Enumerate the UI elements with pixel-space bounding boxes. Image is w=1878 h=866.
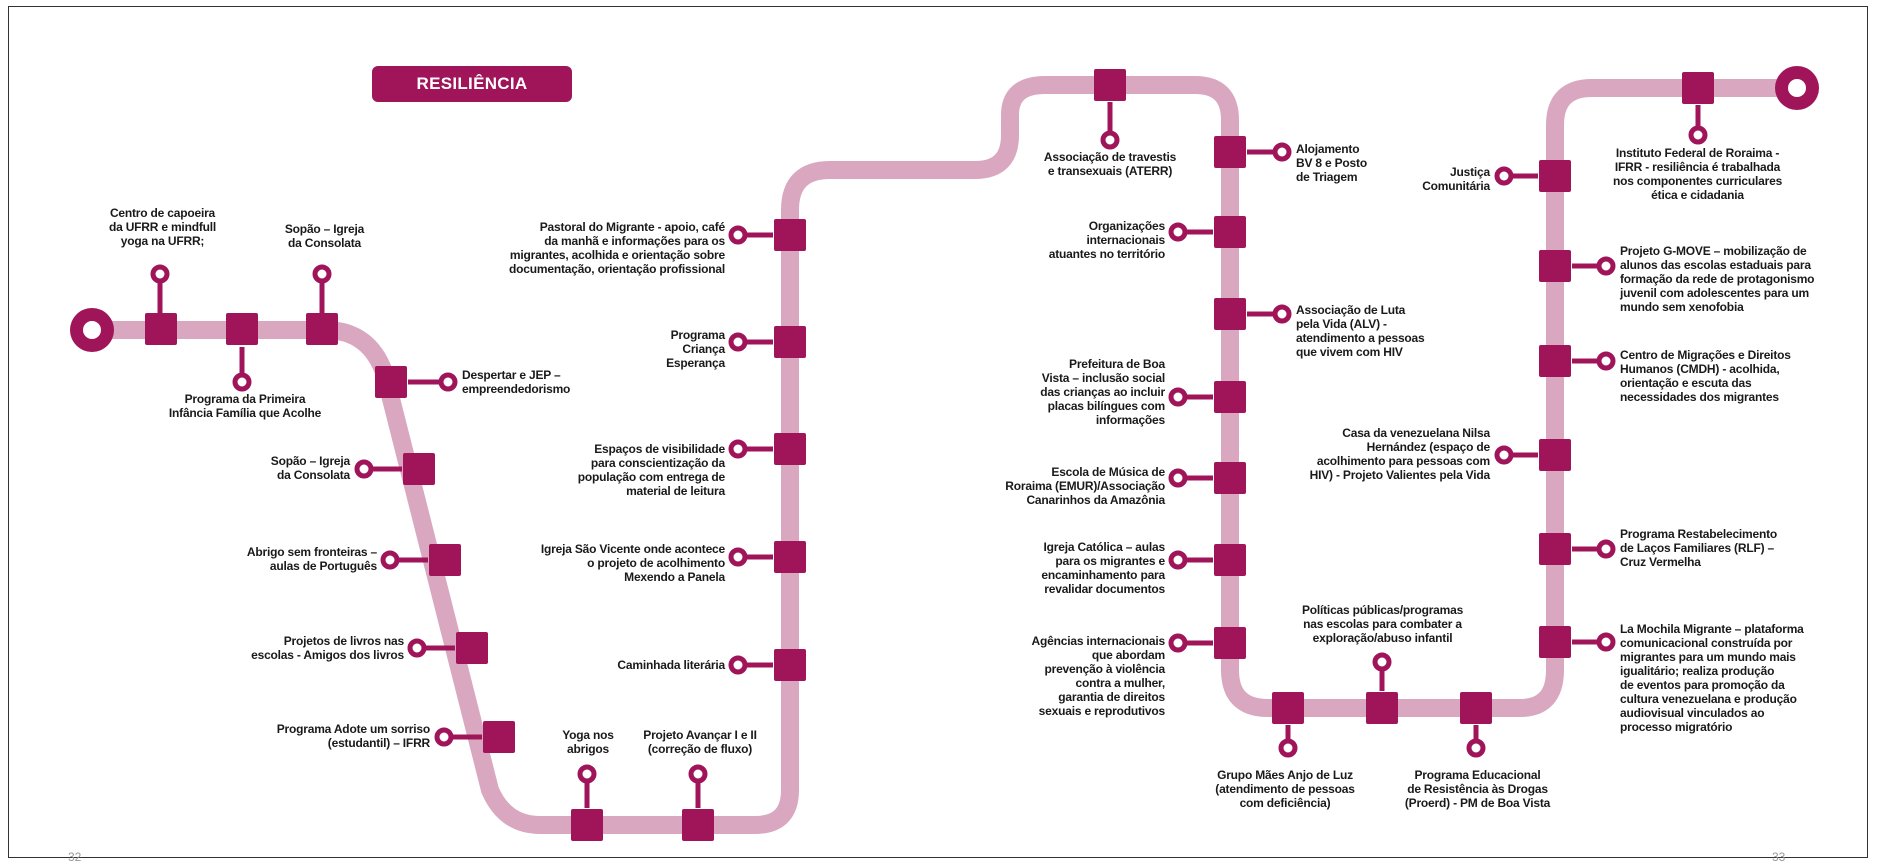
station-label-s23: Agências internacionais que abordam prev… <box>1031 634 1166 718</box>
station-s16 <box>1094 69 1126 101</box>
station-s31 <box>1539 250 1571 282</box>
station-label-s15: Pastoral do Migrante - apoio, café da ma… <box>509 220 725 276</box>
station-label-s24: Grupo Mães Anjo de Luz (atendimento de p… <box>1215 768 1355 810</box>
station-label-s30: Centro de Migrações e Direitos Humanos (… <box>1620 348 1791 404</box>
station-label-s8: Programa Adote um sorriso (estudantil) –… <box>276 722 430 750</box>
station-s9 <box>571 809 603 841</box>
station-label-s6: Abrigo sem fronteiras – aulas de Portugu… <box>246 545 377 573</box>
station-s21 <box>1214 462 1246 494</box>
station-s14 <box>774 326 806 358</box>
station-label-s4: Despertar e JEP – empreendedorismo <box>462 368 571 396</box>
station-label-s31: Projeto G-MOVE – mobilização de alunos d… <box>1620 244 1815 314</box>
station-label-s2: Programa da Primeira Infância Família qu… <box>168 392 322 420</box>
station-label-s13: Espaços de visibilidade para conscientiz… <box>577 442 725 498</box>
page-number-left: 32 <box>68 850 82 864</box>
station-s7 <box>456 632 488 664</box>
station-s25 <box>1366 692 1398 724</box>
station-label-s32: Justiça Comunitária <box>1422 165 1490 193</box>
page-number-right: 33 <box>1772 850 1786 864</box>
station-connectors <box>150 102 1708 808</box>
station-label-s26: Programa Educacional de Resistência às D… <box>1404 768 1551 810</box>
station-label-s25: Políticas públicas/programas nas escolas… <box>1301 603 1464 645</box>
station-label-s19: Associação de Luta pela Vida (ALV) - ate… <box>1296 303 1425 359</box>
station-label-s21: Escola de Música de Roraima (EMUR)/Assoc… <box>1005 465 1165 507</box>
station-s22 <box>1214 544 1246 576</box>
station-s32 <box>1539 160 1571 192</box>
station-label-s9: Yoga nos abrigos <box>562 728 614 756</box>
station-label-s11: Caminhada literária <box>617 658 725 672</box>
station-label-s1: Centro de capoeira da UFRR e mindfull yo… <box>108 206 217 248</box>
station-label-s12: Igreja São Vicente onde acontece o proje… <box>540 542 725 584</box>
station-s2 <box>226 313 258 345</box>
station-s6 <box>429 544 461 576</box>
station-s26 <box>1460 692 1492 724</box>
station-label-s5: Sopão – Igreja da Consolata <box>270 454 350 482</box>
station-s8 <box>483 721 515 753</box>
station-s13 <box>774 433 806 465</box>
station-s29 <box>1539 439 1571 471</box>
metro-track <box>81 76 1784 834</box>
station-s27 <box>1539 626 1571 658</box>
station-label-s22: Igreja Católica – aulas para os migrante… <box>1041 540 1165 596</box>
station-s11 <box>774 649 806 681</box>
station-s12 <box>774 541 806 573</box>
station-s10 <box>682 809 714 841</box>
station-s28 <box>1539 533 1571 565</box>
station-s4 <box>375 366 407 398</box>
station-label-s10: Projeto Avançar I e II (correção de flux… <box>643 728 757 756</box>
station-s3 <box>306 313 338 345</box>
station-s15 <box>774 219 806 251</box>
station-label-s28: Programa Restabelecimento de Laços Famil… <box>1620 527 1778 569</box>
station-label-s29: Casa da venezuelana Nilsa Hernández (esp… <box>1309 426 1491 482</box>
station-s1 <box>145 313 177 345</box>
station-s30 <box>1539 345 1571 377</box>
station-label-s17: Alojamento BV 8 e Posto de Triagem <box>1296 142 1367 184</box>
section-title-badge: RESILIÊNCIA <box>372 66 572 102</box>
station-label-s14: Programa Criança Esperança <box>666 328 725 370</box>
station-label-s3: Sopão – Igreja da Consolata <box>284 222 365 250</box>
station-label-s20: Prefeitura de Boa Vista – inclusão socia… <box>1040 357 1165 427</box>
station-s18 <box>1214 216 1246 248</box>
station-label-s33: Instituto Federal de Roraima - IFRR - re… <box>1612 146 1783 202</box>
station-s20 <box>1214 381 1246 413</box>
station-label-s7: Projetos de livros nas escolas - Amigos … <box>251 634 404 662</box>
station-label-s16: Associação de travestis e transexuais (A… <box>1043 150 1177 178</box>
station-label-s27: La Mochila Migrante – plataforma comunic… <box>1620 622 1804 734</box>
station-s23 <box>1214 627 1246 659</box>
station-s5 <box>403 453 435 485</box>
station-s24 <box>1272 692 1304 724</box>
station-label-s18: Organizações internacionais atuantes no … <box>1048 219 1165 261</box>
station-s17 <box>1214 136 1246 168</box>
station-s33 <box>1682 72 1714 104</box>
station-s19 <box>1214 298 1246 330</box>
